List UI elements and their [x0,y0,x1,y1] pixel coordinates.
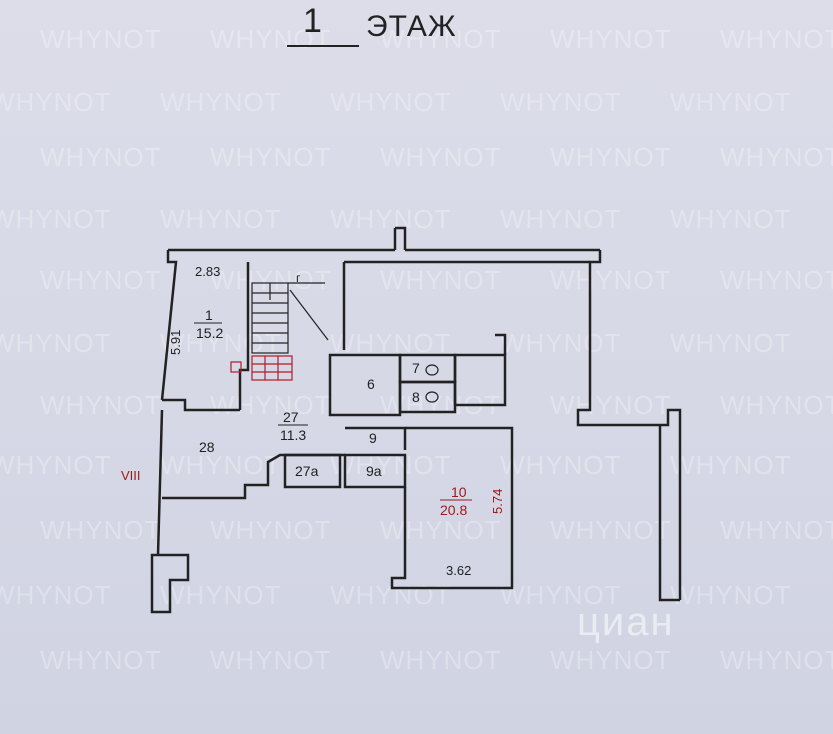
room1-height-label: 5.91 [168,330,183,355]
shaft-walls [453,353,507,407]
floor-number: 1 [303,2,322,40]
room10-height-label: 5.74 [490,489,505,514]
room6-walls [328,353,402,417]
room7-walls [398,353,457,384]
room6-id: 6 [367,376,375,392]
room9-id: 9 [369,430,377,446]
floor-number-underline [287,45,359,47]
corridor-bottom [162,453,345,500]
walls [150,226,682,614]
toilets [425,364,439,403]
room10-id: 10 [451,484,467,500]
chimney-top [393,226,407,250]
room7-id: 7 [412,360,420,376]
room10-walls [390,426,514,590]
room8-walls [398,380,457,414]
cian-logo: циан [577,600,675,644]
axis-label: VIII [121,468,141,483]
room9a-id: 9a [366,463,382,479]
room28-left-wall [156,409,164,556]
room8-id: 8 [412,389,420,405]
room1-left-wall [160,250,178,401]
room10-width-label: 3.62 [446,563,471,578]
floor-title: 1 ЭТАЖ [0,0,833,60]
entrance-porch [150,553,190,614]
room28-id: 28 [199,439,215,455]
floor-label: ЭТАЖ [366,10,457,43]
room1-area: 15.2 [196,325,223,341]
stair-landing-grid [230,355,293,381]
stair-left-wall [238,262,250,410]
stair-mark: г [296,271,301,285]
shaft-top [495,333,507,355]
right-wing-inner [658,425,680,602]
room-labels: 2.83 5.91 1 15.2 г 27 11.3 28 6 7 8 9 9a… [121,264,505,578]
right-wing-wall [576,250,682,600]
room27-id: 27 [283,409,299,425]
room1-id: 1 [205,307,213,323]
room10-area: 20.8 [440,502,467,518]
room9a-walls [343,453,407,489]
room1-bottom-wall [162,398,240,412]
staircase [251,282,329,354]
room1-width-label: 2.83 [195,264,220,279]
room27a-id: 27a [295,463,319,479]
room27a-walls [283,453,342,489]
room27-area: 11.3 [280,427,306,443]
